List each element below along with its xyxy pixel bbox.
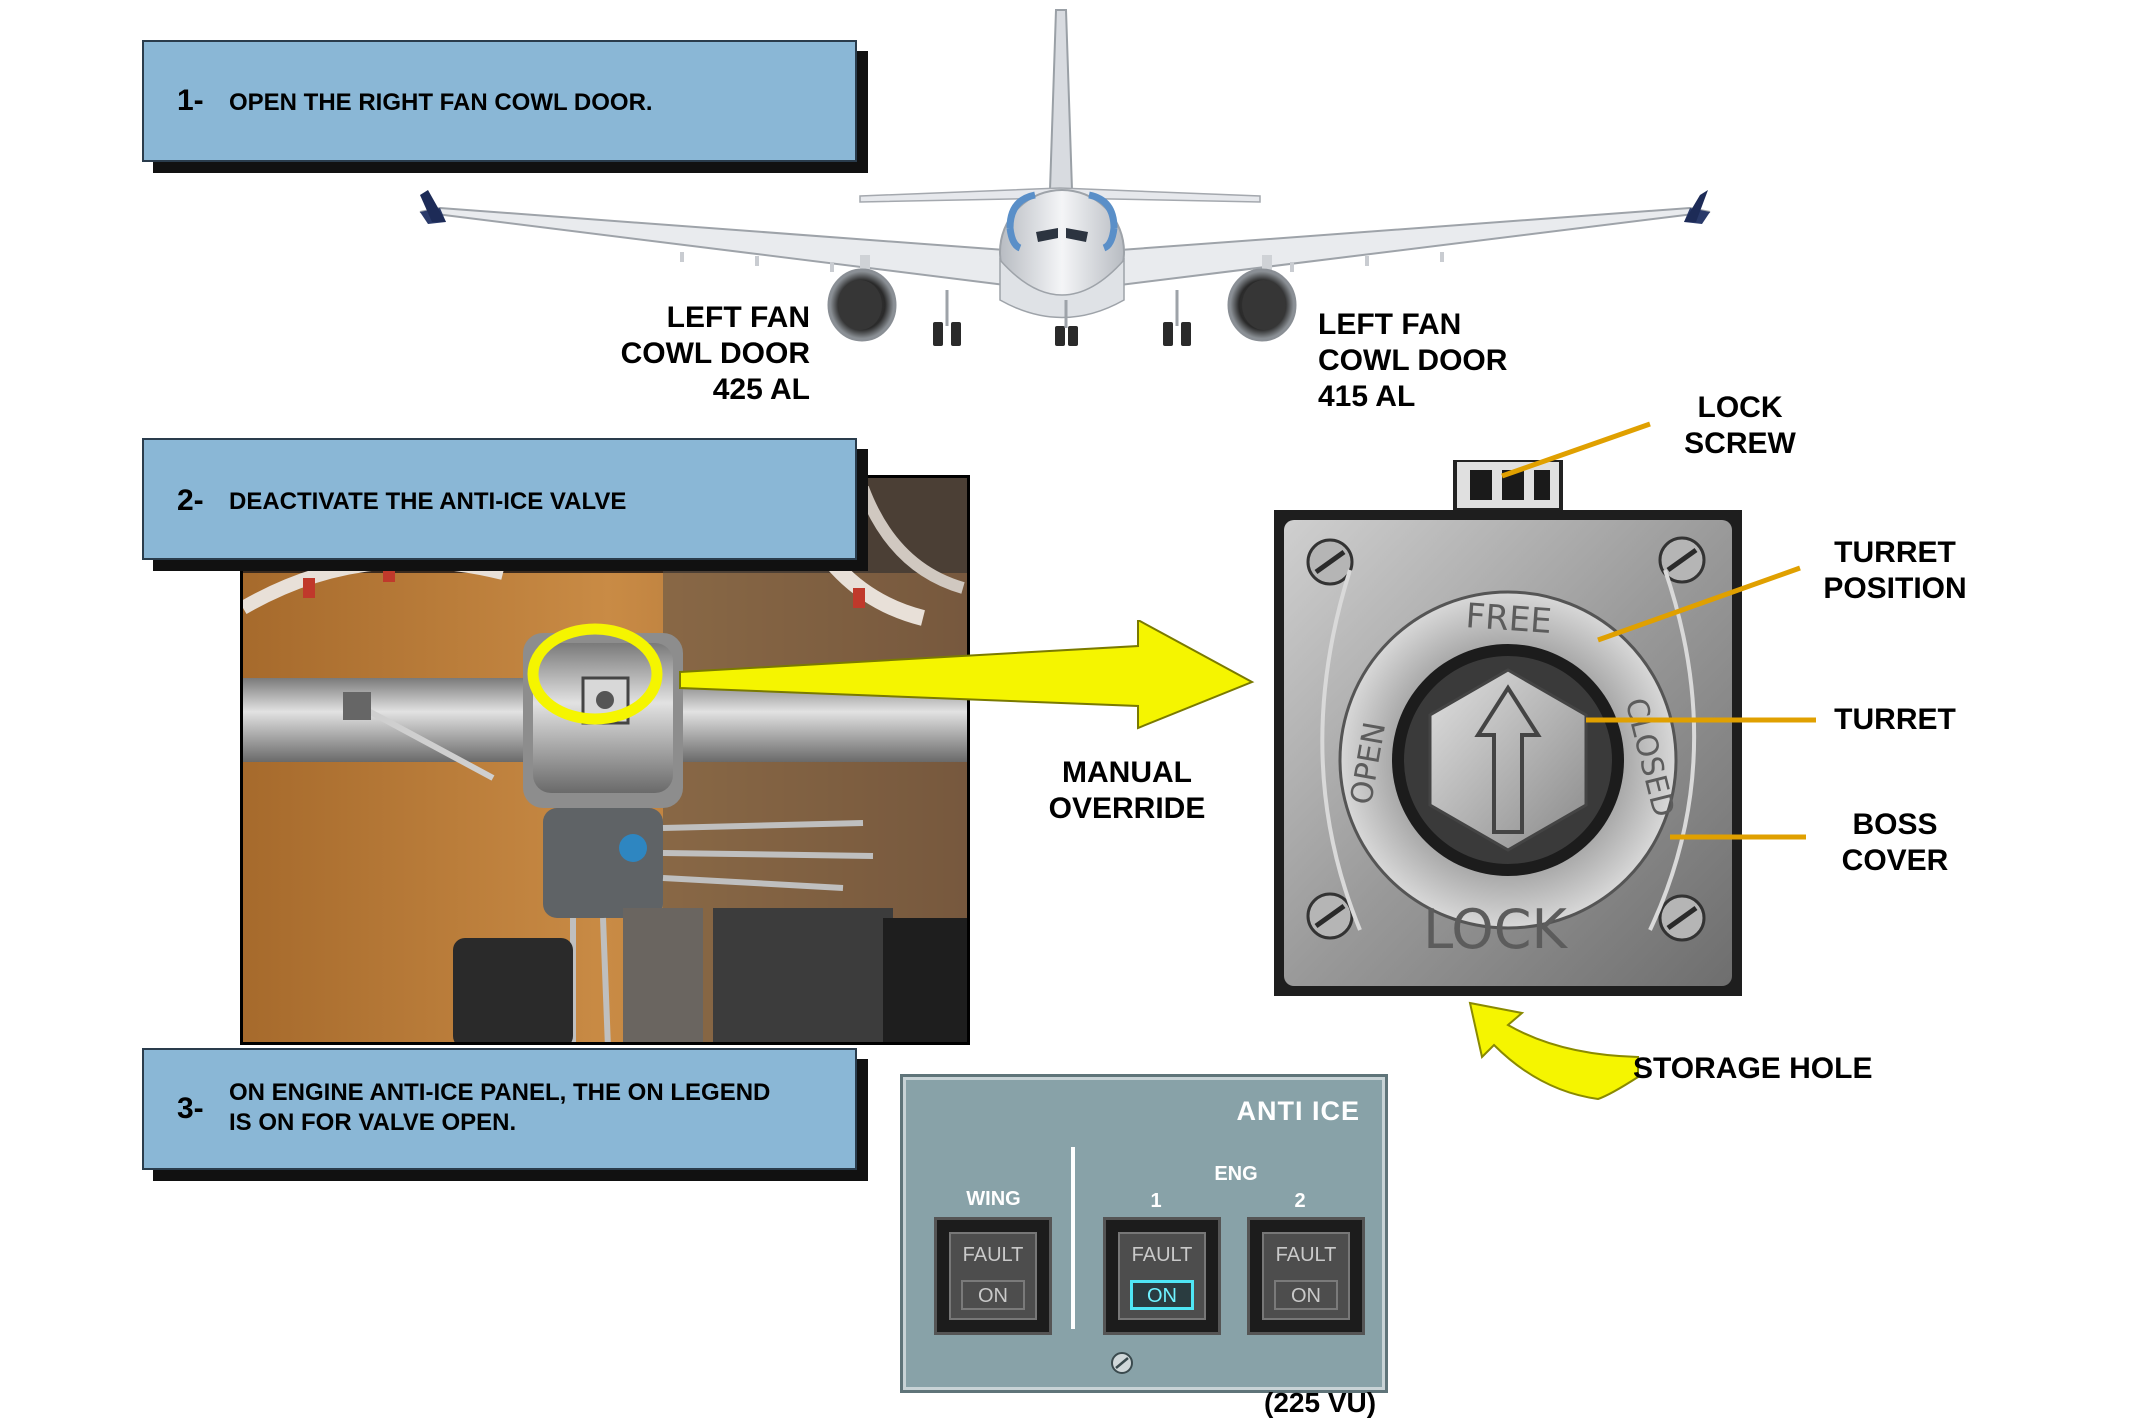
wing-pushbutton-well: FAULT ON <box>934 1217 1052 1335</box>
storage-hole-label: STORAGE HOLE <box>1633 1052 1873 1085</box>
step-2-box: 2- DEACTIVATE THE ANTI-ICE VALVE <box>142 438 857 560</box>
boss-cover-label: BOSS COVER <box>1841 808 1949 877</box>
eng-1-fault-legend: FAULT <box>1131 1244 1193 1266</box>
eng-2-caption: 2 <box>1294 1190 1306 1212</box>
eng-1-on-legend: ON <box>1130 1280 1194 1310</box>
eng-1-pushbutton-well: FAULT ON <box>1103 1217 1221 1335</box>
turret-lock-mark: LOCK <box>1423 898 1568 961</box>
step-3-box: 3- ON ENGINE ANTI-ICE PANEL, THE ON LEGE… <box>142 1048 857 1170</box>
turret-free-mark: FREE <box>1464 596 1553 642</box>
step-3-text-line1: ON ENGINE ANTI-ICE PANEL, THE ON LEGEND <box>229 1079 771 1106</box>
wing-caption: WING <box>966 1188 1021 1210</box>
panel-divider <box>1071 1147 1075 1329</box>
eng-2-anti-ice-pushbutton[interactable]: FAULT ON <box>1262 1232 1350 1320</box>
step-1-number: 1- <box>177 84 204 117</box>
step-3-number: 3- <box>177 1092 204 1125</box>
turret-position-label: TURRET POSITION <box>1823 536 1967 605</box>
wing-anti-ice-pushbutton[interactable]: FAULT ON <box>949 1232 1037 1320</box>
manual-override-label: MANUAL OVERRIDE <box>1048 756 1206 825</box>
step-2-number: 2- <box>177 484 204 517</box>
eng-1-anti-ice-pushbutton[interactable]: FAULT ON <box>1118 1232 1206 1320</box>
eng-caption: ENG <box>1214 1163 1258 1185</box>
turret-label: TURRET <box>1834 703 1956 736</box>
eng-2-on-legend: ON <box>1274 1280 1338 1310</box>
step-3-text-line2: IS ON FOR VALVE OPEN. <box>229 1109 517 1136</box>
step-1-text: OPEN THE RIGHT FAN COWL DOOR. <box>229 89 653 116</box>
leader-lines <box>1501 421 1816 840</box>
panel-screw-icon <box>1111 1352 1133 1374</box>
step-2-text: DEACTIVATE THE ANTI-ICE VALVE <box>229 488 627 515</box>
eng-2-fault-legend: FAULT <box>1275 1244 1337 1266</box>
anti-ice-valve-photo <box>240 475 970 1045</box>
manual-override-arrow <box>679 620 1255 730</box>
manual-override-closeup: FREE OPEN CLOSED LOCK <box>1274 460 1742 996</box>
step-1-box: 1- OPEN THE RIGHT FAN COWL DOOR. <box>142 40 857 162</box>
lock-screw-label: LOCK SCREW <box>1684 391 1796 460</box>
panel-reference-label: (225 VU) <box>1264 1387 1377 1418</box>
eng-2-pushbutton-well: FAULT ON <box>1247 1217 1365 1335</box>
left-fan-cowl-door-label: LEFT FAN COWL DOOR 425 AL <box>620 301 810 406</box>
right-fan-cowl-door-label: LEFT FAN COWL DOOR 415 AL <box>1318 308 1508 413</box>
eng-1-caption: 1 <box>1150 1190 1162 1212</box>
aircraft-front-view <box>419 9 1711 346</box>
wing-fault-legend: FAULT <box>962 1244 1024 1266</box>
panel-title: ANTI ICE <box>1236 1096 1360 1126</box>
storage-hole-arrow <box>1468 1001 1639 1101</box>
wing-on-legend: ON <box>961 1280 1025 1310</box>
anti-ice-panel: ANTI ICE WING ENG 1 2 FAULT ON FAULT ON … <box>903 1077 1385 1390</box>
